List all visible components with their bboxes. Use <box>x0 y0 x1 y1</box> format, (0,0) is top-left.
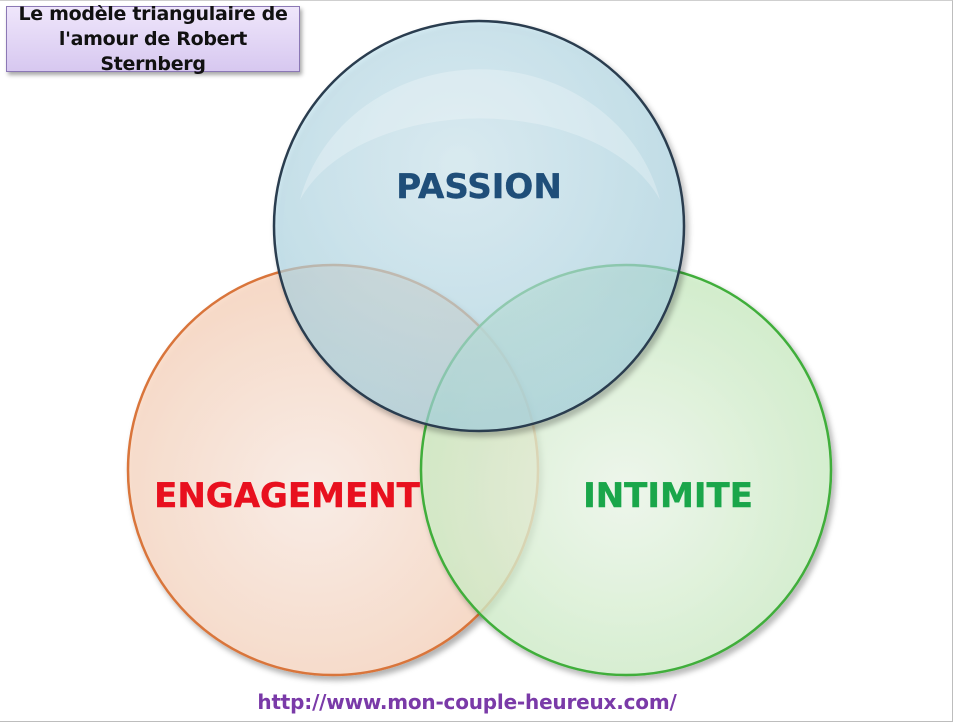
title-line-2: l'amour de Robert Sternberg <box>58 27 248 75</box>
label-passion: PASSION <box>396 167 562 207</box>
passion-gloss <box>300 69 660 200</box>
title-box: Le modèle triangulaire de l'amour de Rob… <box>6 3 300 75</box>
diagram-title: Le modèle triangulaire de l'amour de Rob… <box>7 2 299 77</box>
title-line-1: Le modèle triangulaire de <box>18 2 288 25</box>
circle-passion <box>272 19 686 433</box>
label-intimite: INTIMITE <box>583 476 753 516</box>
website-link[interactable]: http://www.mon-couple-heureux.com/ <box>257 690 677 714</box>
label-engagement: ENGAGEMENT <box>154 476 421 516</box>
